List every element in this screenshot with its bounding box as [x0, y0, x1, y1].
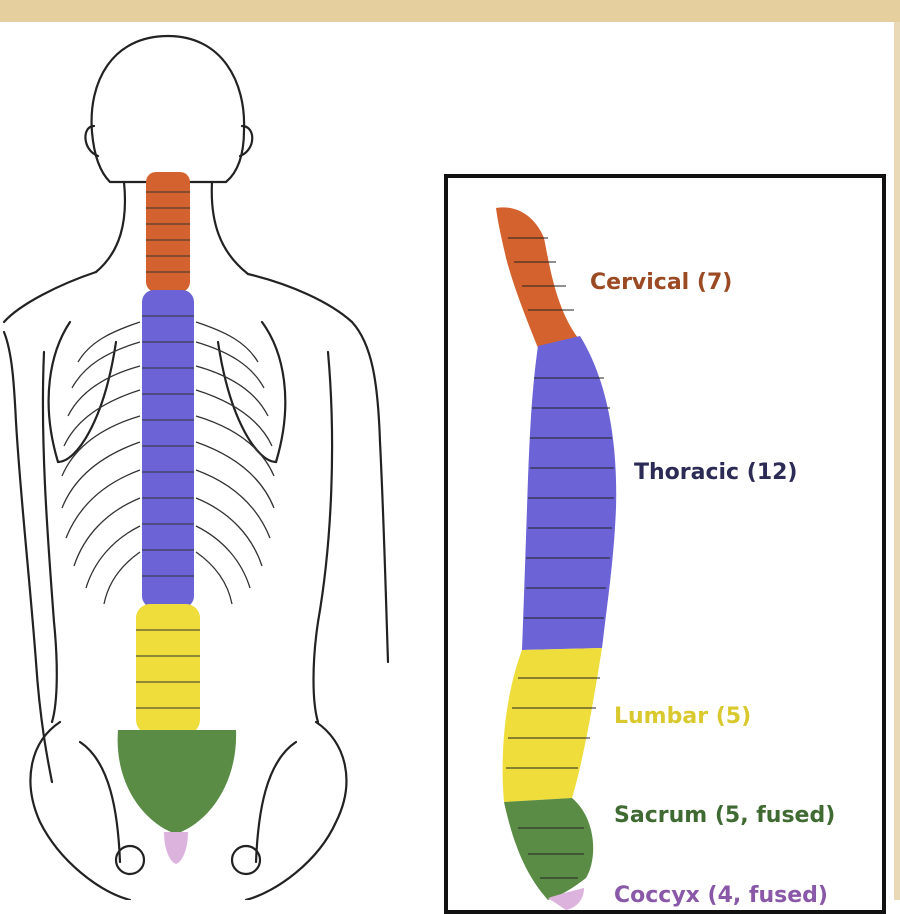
back-lumbar-vertebrae — [136, 604, 200, 734]
back-sacrum — [117, 730, 237, 834]
label-cervical: Cervical (7) — [590, 270, 733, 295]
back-thoracic-vertebrae — [142, 290, 194, 608]
side-sacrum — [504, 798, 594, 900]
side-view-spine — [496, 207, 617, 910]
top-frame-bar — [0, 0, 900, 22]
right-frame-edge — [894, 22, 900, 900]
rib-cage — [61, 321, 275, 605]
back-cervical-vertebrae — [146, 172, 190, 292]
label-thoracic: Thoracic (12) — [634, 460, 798, 485]
back-view-figure — [2, 34, 390, 900]
label-sacrum: Sacrum (5, fused) — [614, 803, 836, 828]
side-view-panel: Cervical (7) Thoracic (12) Lumbar (5) Sa… — [444, 174, 886, 914]
back-spine — [117, 172, 237, 864]
body-outline — [2, 34, 390, 900]
label-coccyx: Coccyx (4, fused) — [614, 883, 828, 908]
side-cervical-vertebrae — [496, 207, 578, 348]
side-thoracic-vertebrae — [522, 336, 617, 650]
back-coccyx — [164, 832, 188, 864]
label-lumbar: Lumbar (5) — [614, 704, 752, 729]
side-lumbar-vertebrae — [502, 648, 602, 802]
